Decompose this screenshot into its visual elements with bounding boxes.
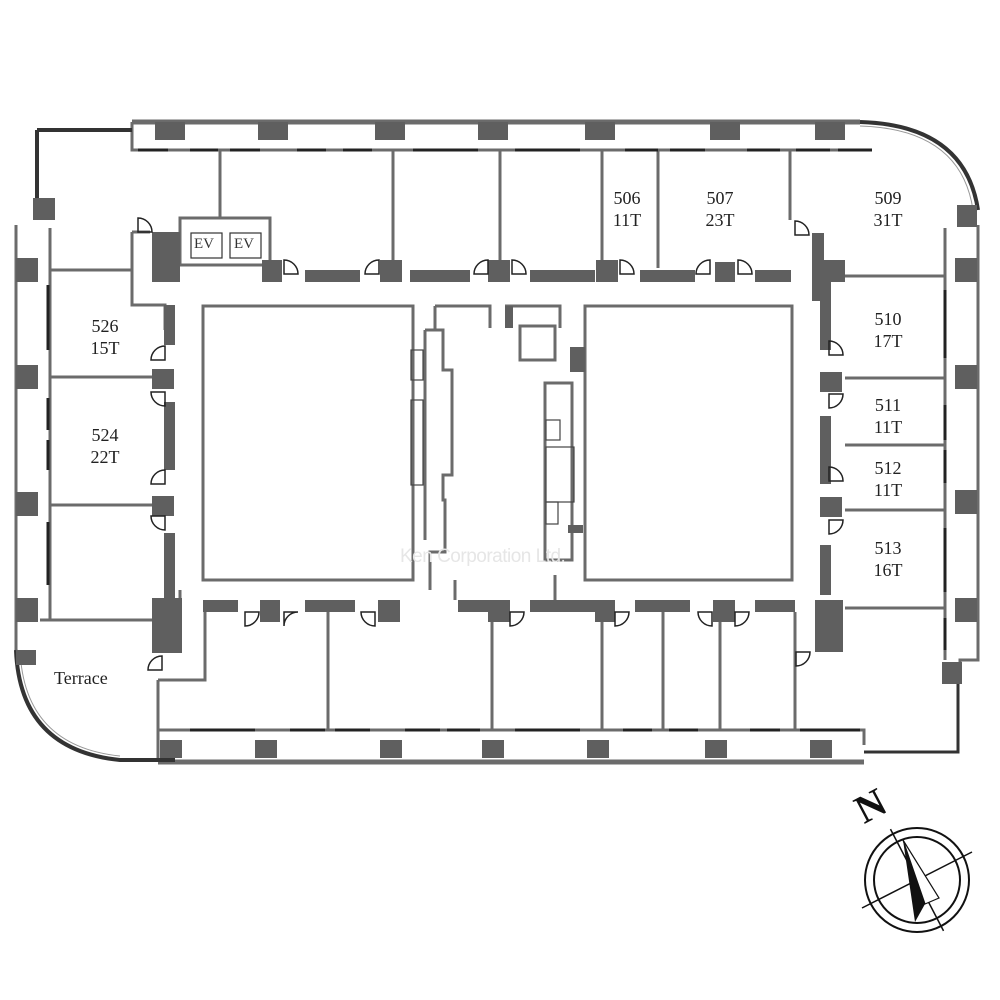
watermark: Ken Corporation Ltd.: [400, 546, 566, 567]
door: [473, 259, 489, 275]
column: [160, 740, 182, 758]
room-510[interactable]: 510 17T: [843, 308, 933, 352]
column: [258, 122, 288, 140]
column: [710, 122, 740, 140]
door: [244, 611, 260, 627]
room-number: 513: [874, 538, 902, 558]
room-number: 510: [874, 309, 902, 329]
room-512[interactable]: 512 11T: [843, 457, 933, 501]
room-size: 23T: [705, 210, 735, 230]
column: [380, 740, 402, 758]
core-left: [201, 304, 415, 582]
room-size: 16T: [873, 560, 903, 580]
room-size: 11T: [612, 210, 642, 230]
door: [734, 611, 750, 627]
column: [478, 122, 508, 140]
room-number: 526: [91, 316, 119, 336]
column: [585, 122, 615, 140]
room-number: 511: [874, 395, 902, 415]
door: [511, 259, 527, 275]
column: [375, 122, 405, 140]
door: [828, 340, 844, 356]
door: [150, 515, 166, 531]
column: [810, 740, 832, 758]
door: [828, 466, 844, 482]
door: [283, 611, 299, 627]
door: [364, 259, 380, 275]
door: [828, 519, 844, 535]
core-right: [583, 304, 794, 582]
room-size: 22T: [90, 447, 120, 467]
room-524[interactable]: 524 22T: [60, 424, 150, 468]
elevator-1: EV: [194, 236, 214, 252]
door: [150, 345, 166, 361]
door: [695, 259, 711, 275]
column: [255, 740, 277, 758]
door: [150, 469, 166, 485]
door: [794, 220, 810, 236]
room-511[interactable]: 511 11T: [843, 394, 933, 438]
room-number: 507: [706, 188, 734, 208]
room-size: 15T: [90, 338, 120, 358]
room-size: 17T: [873, 331, 903, 351]
room-506[interactable]: 506 11T: [582, 187, 672, 231]
door: [509, 611, 525, 627]
curved-glass-sw: [14, 649, 175, 762]
terrace-label: Terrace: [54, 668, 108, 688]
room-number: 512: [874, 458, 902, 478]
door: [614, 611, 630, 627]
room-507[interactable]: 507 23T: [675, 187, 765, 231]
door: [137, 217, 153, 233]
room-number: 506: [613, 188, 641, 208]
door: [697, 611, 713, 627]
compass: [861, 827, 973, 933]
door: [283, 259, 299, 275]
room-number: 509: [874, 188, 902, 208]
column: [705, 740, 727, 758]
room-513[interactable]: 513 16T: [843, 537, 933, 581]
door: [619, 259, 635, 275]
room-size: 31T: [873, 210, 903, 230]
door: [147, 655, 163, 671]
door: [737, 259, 753, 275]
curved-glass-ne: [859, 120, 980, 211]
column: [815, 122, 845, 140]
room-size: 11T: [873, 480, 903, 500]
room-size: 11T: [873, 417, 903, 437]
door: [795, 651, 811, 667]
north-arrow-icon: [903, 840, 925, 922]
door: [150, 391, 166, 407]
room-number: 524: [91, 425, 119, 445]
door: [828, 393, 844, 409]
door: [360, 611, 376, 627]
room-509[interactable]: 509 31T: [843, 187, 933, 231]
column: [155, 122, 185, 140]
column: [482, 740, 504, 758]
room-526[interactable]: 526 15T: [60, 315, 150, 359]
column: [587, 740, 609, 758]
elevator-2: EV: [234, 236, 254, 252]
